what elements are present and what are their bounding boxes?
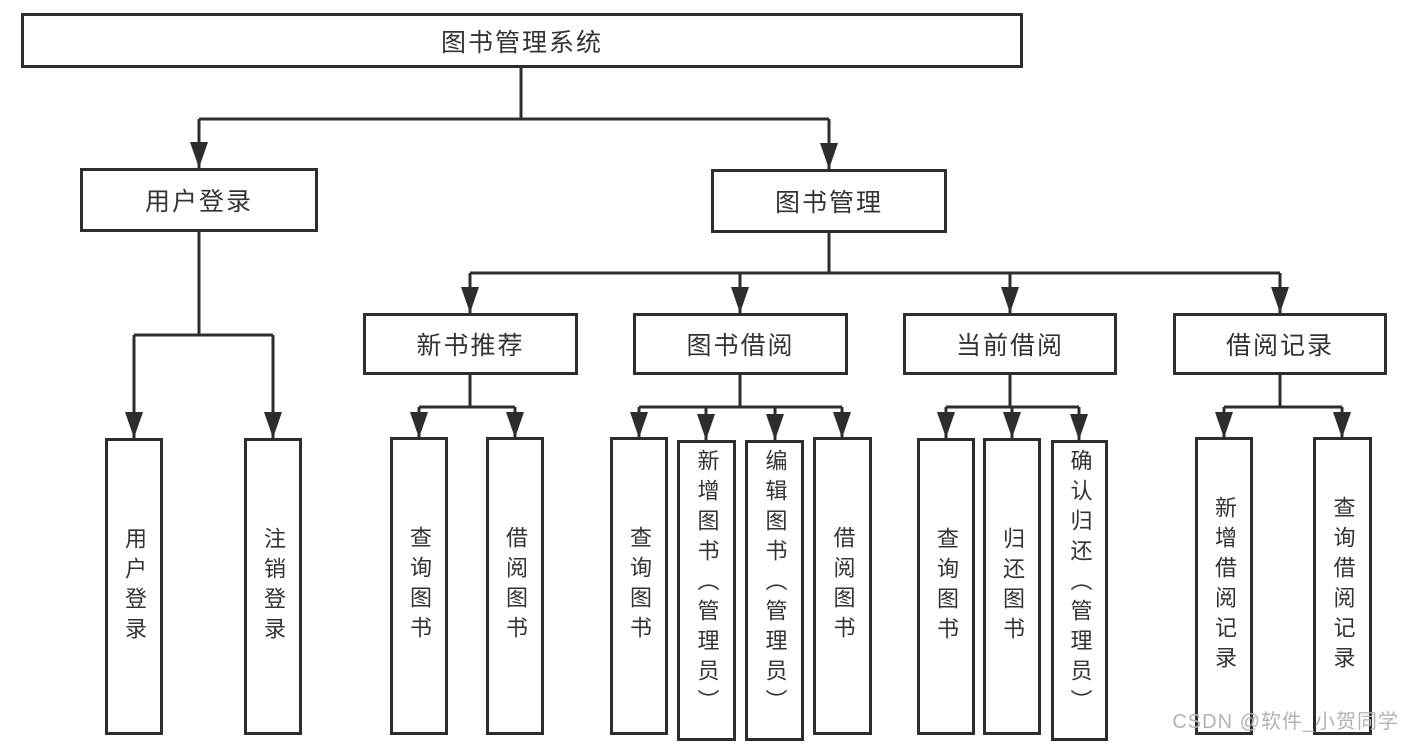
watermark: CSDN @软件_小贺同学 <box>1172 711 1399 733</box>
node-label: 新增图书（管理员） <box>694 449 720 719</box>
connector-user-login-branch <box>132 232 275 438</box>
node-confirm-return-admin-leaf: 确认归还（管理员） <box>1051 440 1108 741</box>
node-logout-leaf: 注销登录 <box>244 438 302 735</box>
node-label: 图书借阅 <box>686 332 795 360</box>
node-label: 查询图书 <box>934 526 959 647</box>
node-label: 编辑图书（管理员） <box>762 449 788 719</box>
connector-root-to-level2 <box>197 68 831 169</box>
node-book-management: 图书管理 <box>711 169 947 233</box>
arrow-down-icon <box>1215 412 1233 438</box>
arrow-down-icon <box>1333 412 1351 438</box>
node-label: 用户登录 <box>144 188 253 216</box>
node-current-borrowing: 当前借阅 <box>903 313 1117 375</box>
arrow-down-icon <box>731 287 749 313</box>
node-label: 确认归还（管理员） <box>1067 449 1093 719</box>
node-label: 图书管理系统 <box>440 28 603 57</box>
node-label: 借阅图书 <box>830 526 856 646</box>
arrow-down-icon <box>833 412 851 438</box>
node-label: 查询图书 <box>407 526 432 646</box>
connector-new-book-branch <box>417 375 517 438</box>
node-borrow-books-leaf: 借阅图书 <box>813 437 872 735</box>
node-book-borrowing: 图书借阅 <box>633 313 848 375</box>
node-library-system: 图书管理系统 <box>21 13 1023 68</box>
arrow-down-icon <box>697 414 715 440</box>
arrow-down-icon <box>264 412 282 438</box>
arrow-down-icon <box>1003 412 1021 438</box>
node-label: 查询借阅记录 <box>1330 496 1356 676</box>
connector-book-management-branch <box>468 233 1282 313</box>
node-label: 查询图书 <box>627 526 652 646</box>
node-add-books-admin-leaf: 新增图书（管理员） <box>677 440 736 741</box>
node-label: 注销登录 <box>261 526 286 647</box>
arrow-down-icon <box>1001 287 1019 313</box>
node-user-login-leaf: 用户登录 <box>105 438 163 735</box>
connector-borrow-records-branch <box>1222 375 1344 438</box>
node-label: 新增借阅记录 <box>1212 496 1237 676</box>
arrow-down-icon <box>766 414 784 440</box>
node-label: 新书推荐 <box>416 332 525 360</box>
arrow-down-icon <box>461 287 479 313</box>
node-edit-books-admin-leaf: 编辑图书（管理员） <box>745 440 804 741</box>
node-new-book-recommendation: 新书推荐 <box>363 313 578 375</box>
node-borrowing-records: 借阅记录 <box>1173 313 1387 375</box>
node-label: 借阅图书 <box>503 526 528 646</box>
node-user-login: 用户登录 <box>80 168 318 232</box>
arrow-down-icon <box>410 412 428 438</box>
connector-book-borrow-branch <box>637 375 844 440</box>
arrow-down-icon <box>125 412 143 438</box>
node-label: 用户登录 <box>122 526 147 647</box>
node-borrow-books-leaf: 借阅图书 <box>486 437 544 735</box>
arrow-down-icon <box>630 412 648 438</box>
node-query-books-leaf: 查询图书 <box>610 437 668 735</box>
node-label: 当前借阅 <box>955 332 1064 360</box>
arrow-down-icon <box>1070 414 1088 440</box>
node-add-borrow-record-leaf: 新增借阅记录 <box>1195 437 1253 735</box>
node-label: 借阅记录 <box>1225 332 1334 360</box>
arrow-down-icon <box>1271 287 1289 313</box>
node-return-books-leaf: 归还图书 <box>983 438 1041 735</box>
arrow-down-icon <box>820 143 838 169</box>
node-label: 归还图书 <box>1000 526 1025 647</box>
arrow-down-icon <box>937 412 955 438</box>
node-query-books-leaf: 查询图书 <box>390 437 448 735</box>
arrow-down-icon <box>506 412 524 438</box>
node-query-borrow-record-leaf: 查询借阅记录 <box>1313 437 1372 735</box>
node-query-books-leaf: 查询图书 <box>917 438 975 735</box>
node-label: 图书管理 <box>774 189 883 217</box>
arrow-down-icon <box>190 142 208 168</box>
